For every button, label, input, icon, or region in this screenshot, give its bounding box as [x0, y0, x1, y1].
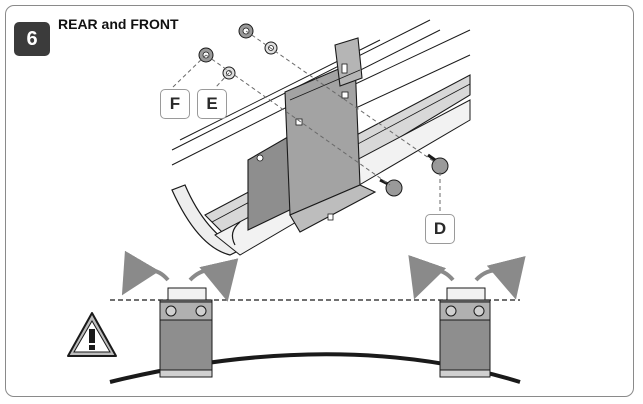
warning-triangle-icon — [67, 312, 117, 357]
bolt-d-1 — [379, 178, 403, 197]
mounting-bracket — [247, 37, 377, 233]
washer-e-2 — [264, 41, 278, 55]
left-foot — [159, 287, 213, 378]
assembly-guide-lines — [171, 30, 441, 214]
callout-e: E — [197, 89, 227, 119]
curved-arrow-icon — [121, 250, 526, 302]
right-foot — [439, 287, 491, 378]
callout-d: D — [425, 214, 455, 244]
callout-f: F — [160, 89, 190, 119]
step-number-badge: 6 — [14, 22, 50, 56]
step-title: REAR and FRONT — [58, 16, 179, 32]
bolt-d-2 — [427, 153, 449, 175]
